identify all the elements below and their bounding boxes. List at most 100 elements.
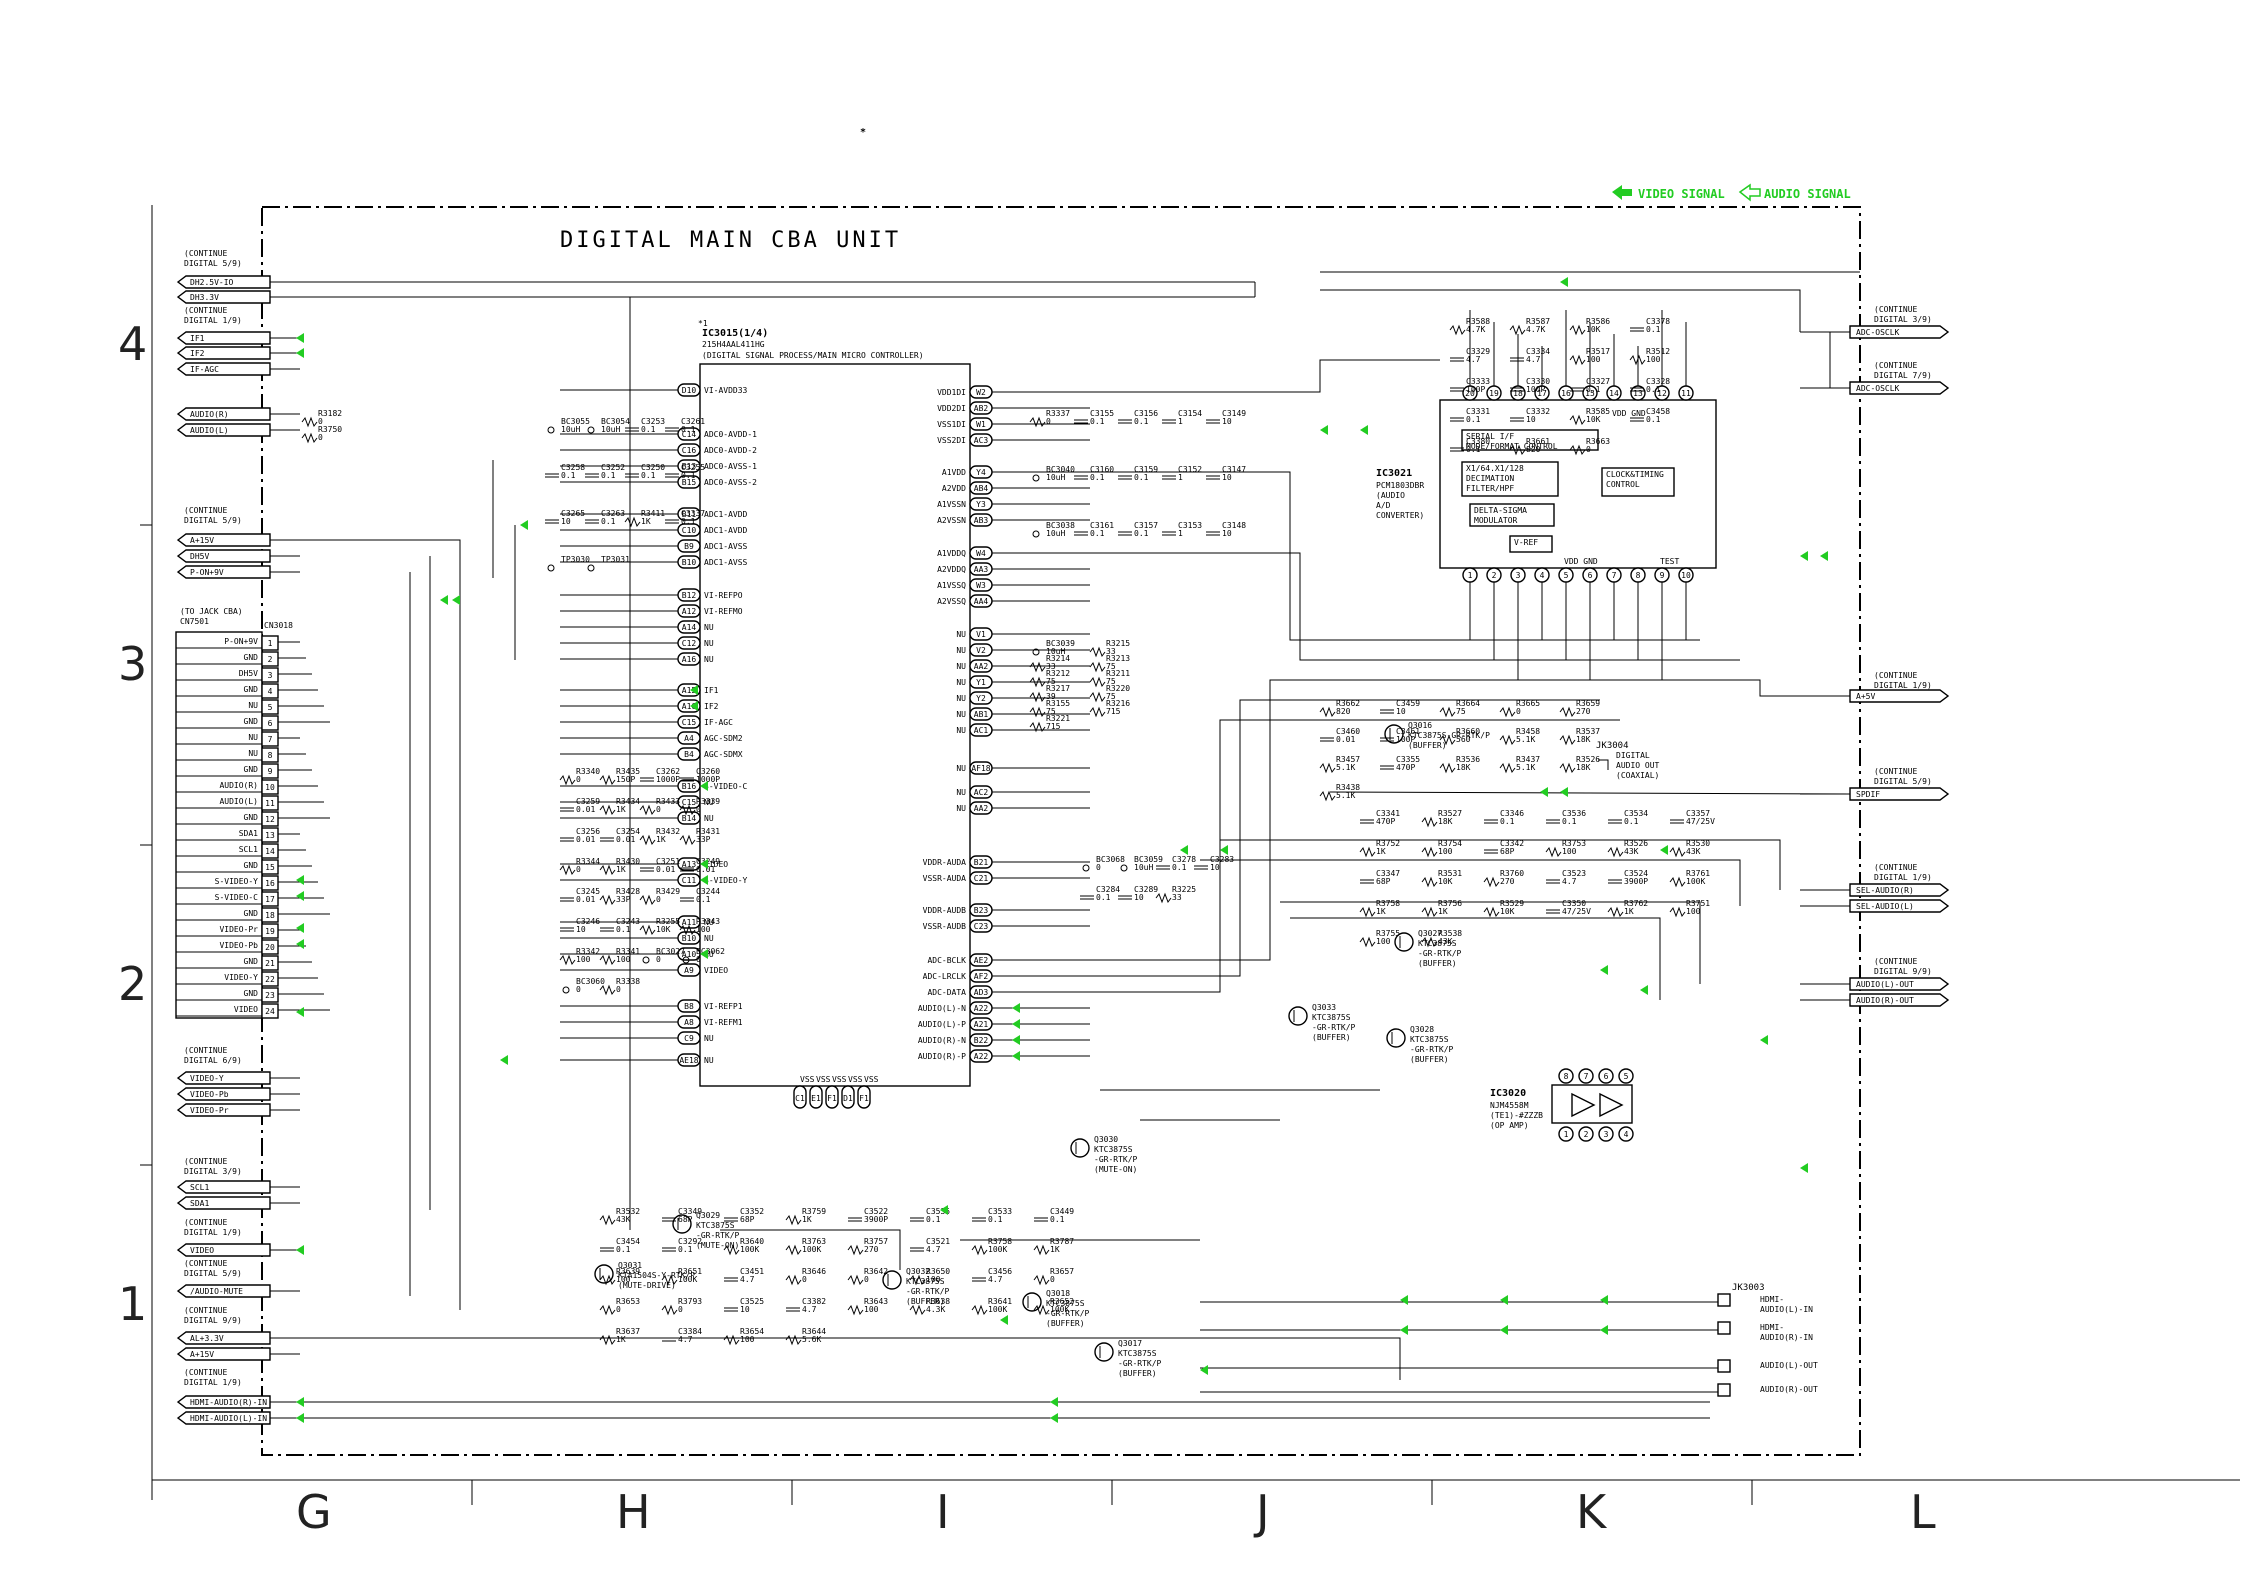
part-ref: R3340 [576, 767, 600, 776]
transistor-part: KTC3875S-GR-RTK/P [1046, 1299, 1090, 1318]
transistor-ref: Q3032 [906, 1267, 930, 1276]
part-ref: R3643 [864, 1297, 888, 1306]
part-value: 100 [696, 925, 711, 934]
part-value: 0.1 [1646, 385, 1661, 394]
resistor-zigzag-icon [1439, 706, 1456, 718]
left-conn--audio-mute: /AUDIO-MUTE [176, 1284, 271, 1298]
part-ref: C3156 [1134, 409, 1158, 418]
part-ref: R3787 [1050, 1237, 1074, 1246]
resistor-zigzag-icon [1509, 444, 1526, 456]
resistor-zigzag-icon [1669, 846, 1686, 858]
part-value: 0.1 [1646, 415, 1661, 424]
ic3015-left-pin-id: A16 [682, 655, 697, 664]
cn3018-header: (TO JACK CBA)CN7501 [180, 607, 243, 626]
transistor-ref: Q3028 [1410, 1025, 1434, 1034]
transistor-ref: Q3017 [1118, 1339, 1142, 1348]
transistor-symbol-icon [1070, 1138, 1090, 1158]
part-value: 0 [1516, 707, 1521, 716]
jk3004-ref: JK3004 [1596, 741, 1629, 751]
signal-arrow-icon [296, 1007, 304, 1017]
grid-frame [140, 205, 2240, 1505]
ic3021-bottom-pin-id: 6 [1588, 571, 1593, 580]
part-value: 0.01 [656, 865, 675, 874]
part-ref: C3380 [1466, 437, 1490, 446]
part-ref: C3243 [616, 917, 640, 926]
resistor-zigzag-icon [599, 1274, 616, 1286]
part-value: 10K [1586, 415, 1601, 424]
part-value: 1 [1178, 473, 1183, 482]
ic3015-left-pin-name: ADC0-AVDD-1 [704, 430, 757, 439]
part-value: 715 [1046, 722, 1061, 731]
part-ref: C3333 [1466, 377, 1490, 386]
signal-arrows [296, 277, 1828, 1423]
signal-arrow-icon [452, 595, 460, 605]
left-conn-al-3-3v: AL+3.3V [176, 1331, 271, 1345]
left-conn-audio-l-: AUDIO(L) [176, 423, 271, 437]
right-conn-adc-osclk: ADC-OSCLK [1849, 325, 1950, 339]
ic3015-left-pin-name: VI-AVDD33 [704, 386, 748, 395]
part-ref: R3759 [802, 1207, 826, 1216]
transistor-desc: (MUTE-ON) [696, 1241, 739, 1250]
part-node-icon [547, 564, 555, 572]
video-signal-arrow-icon [1612, 185, 1632, 200]
ic3015-right-pin-id: V2 [976, 646, 986, 655]
resistor-zigzag-icon [679, 804, 696, 816]
part-value: 0.1 [1134, 417, 1149, 426]
part-value: 75 [1106, 692, 1116, 701]
part-ref: R3221 [1046, 714, 1070, 723]
ic3015-left-pin-name: S-VIDEO-C [704, 782, 748, 791]
ic3021-top-pin-id: 18 [1513, 389, 1523, 398]
part-ref: R3429 [656, 887, 680, 896]
ic3015-left-pin-id: A11 [682, 918, 697, 927]
left-conn-video-pb: VIDEO-Pb [176, 1087, 271, 1101]
part-value: 0 [864, 1275, 869, 1284]
resistor-zigzag-icon [1559, 706, 1576, 718]
part-value: 4.7K [1526, 325, 1545, 334]
left-conn--audio-mute-label: /AUDIO-MUTE [190, 1287, 243, 1296]
cn3018-pin-number: 11 [265, 799, 275, 808]
transistor-ref: Q3027 [1418, 929, 1442, 938]
part-ref: C3382 [802, 1297, 826, 1306]
ic3015-bottom-pin-id: F1 [859, 1094, 869, 1103]
ic3015-right-pin-id: AA4 [974, 597, 989, 606]
resistor-zigzag-icon [1483, 906, 1500, 918]
ic3015-right-pin-name: NU [956, 662, 966, 671]
ic3015-left-pin-id: B4 [684, 750, 694, 759]
part-value: 100 [926, 1275, 941, 1284]
ic3015-left-pin-id: B16 [682, 782, 697, 791]
jk3003-terminal-icon [1717, 1383, 1731, 1397]
ic3015-right-pin-id: W4 [976, 549, 986, 558]
resistor-zigzag-icon [661, 1304, 678, 1316]
signal-arrow-icon [1500, 1325, 1508, 1335]
part-ref: BC3039 [1046, 639, 1075, 648]
right-conn-spdif-label: SPDIF [1856, 790, 1880, 799]
signal-arrow-icon [1660, 845, 1668, 855]
right-conn-audio-l-out: AUDIO(L)-OUT [1849, 977, 1950, 991]
transistor-desc: (MUTE-ON) [1094, 1165, 1137, 1174]
part-ref: R3793 [678, 1297, 702, 1306]
part-value: 10 [576, 925, 586, 934]
part-value: 100P [1396, 735, 1415, 744]
ic3015-right-pin-name: VSSR-AUDA [923, 874, 967, 883]
part-ref: R3642 [864, 1267, 888, 1276]
part-value: 4.7 [678, 1335, 693, 1344]
part-value: 0 [1050, 1275, 1055, 1284]
ic3015-left-pin-name: NU [704, 655, 714, 664]
ic3015-right-pin-name: A2VDD [942, 484, 966, 493]
resistor-zigzag-icon [1439, 762, 1456, 774]
part-ref: R3458 [1516, 727, 1540, 736]
